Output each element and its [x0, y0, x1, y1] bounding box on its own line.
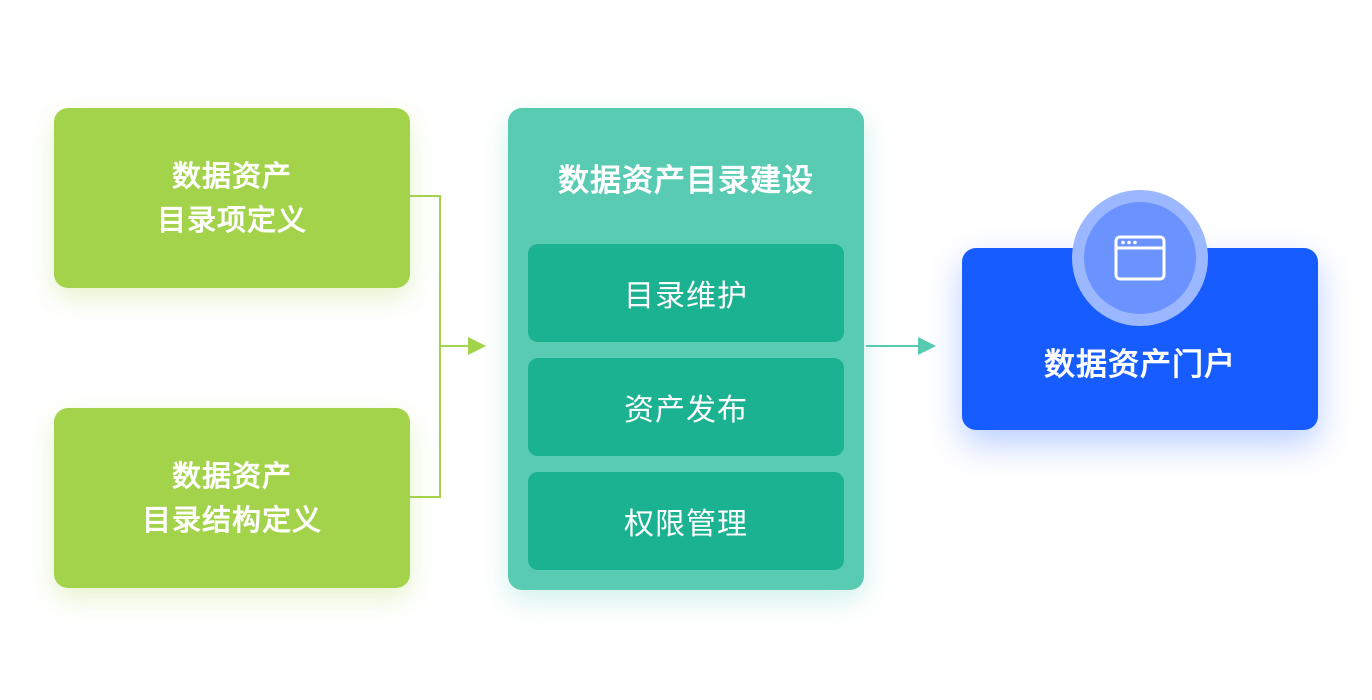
definition-line: 数据资产	[171, 459, 292, 493]
connector-vertical	[439, 195, 441, 498]
definition-line: 目录项定义	[156, 203, 307, 237]
construction-item-permission-management: 权限管理	[528, 472, 844, 570]
connector-bottom-stub	[410, 496, 441, 498]
connector-top-stub	[410, 195, 441, 197]
definition-box-catalog-items: 数据资产 目录项定义	[54, 108, 410, 288]
arrow-head-green	[468, 337, 486, 355]
arrow-head-teal	[918, 337, 936, 355]
portal-icon-circle	[1084, 202, 1196, 314]
portal-title: 数据资产门户	[1044, 347, 1236, 383]
definition-box-catalog-structure: 数据资产 目录结构定义	[54, 408, 410, 588]
arrow-shaft-teal	[866, 345, 920, 347]
browser-window-icon	[1114, 235, 1166, 281]
construction-item-asset-publishing: 资产发布	[528, 358, 844, 456]
connector-middle	[441, 345, 471, 347]
construction-item-catalog-maintenance: 目录维护	[528, 244, 844, 342]
definition-line: 目录结构定义	[141, 503, 322, 537]
construction-title: 数据资产目录建设	[558, 163, 814, 199]
definition-line: 数据资产	[171, 159, 292, 193]
